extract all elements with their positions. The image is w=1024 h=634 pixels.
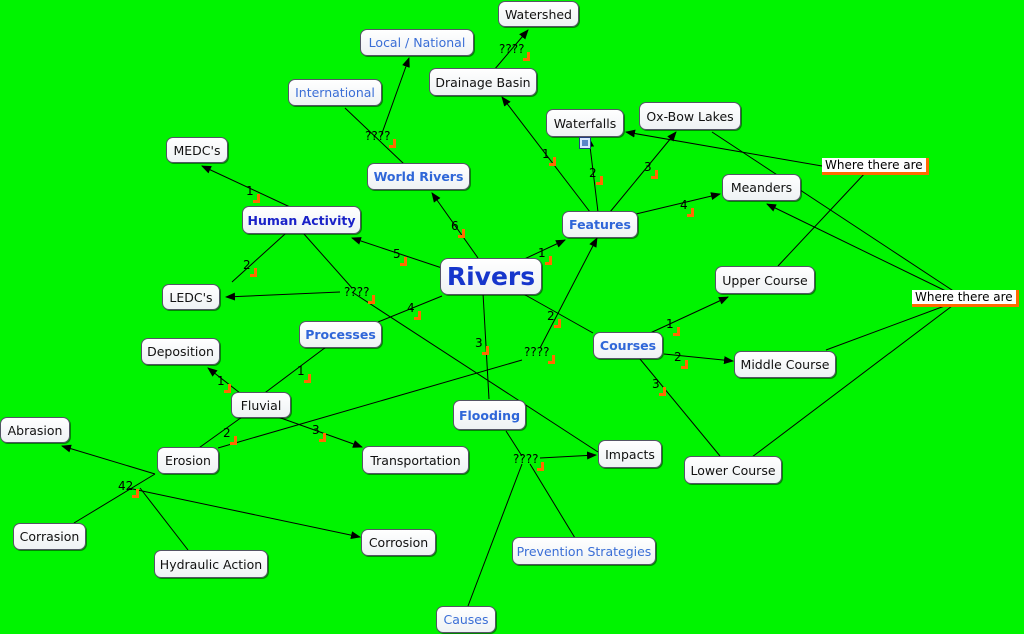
node-middle-course[interactable]: Middle Course: [734, 351, 836, 378]
node-corrosion[interactable]: Corrosion: [361, 529, 436, 556]
node-deposition[interactable]: Deposition: [141, 338, 220, 365]
link-label-erosion-types: 42: [118, 479, 140, 498]
connector-features-meanders: [635, 192, 721, 215]
node-transportation[interactable]: Transportation: [362, 446, 469, 474]
node-prevention-strategies[interactable]: Prevention Strategies: [512, 537, 656, 565]
connector-wta1-waterfalls: [625, 129, 823, 167]
link-label-ledcs: 2: [243, 258, 257, 277]
link-label-meanders: 4: [680, 198, 694, 217]
connector-human-ledcs: [231, 233, 286, 283]
link-label-waterfalls: 2: [589, 166, 603, 185]
connector-rivers-world-rivers: [431, 192, 479, 259]
connector-world-international: [344, 107, 405, 165]
connector-world-local-national: [380, 57, 410, 137]
node-international[interactable]: International: [288, 79, 382, 106]
node-flooding[interactable]: Flooding: [453, 400, 526, 430]
node-rivers-root[interactable]: Rivers: [440, 258, 542, 295]
node-oxbow-lakes[interactable]: Ox-Bow Lakes: [639, 102, 741, 130]
node-meanders[interactable]: Meanders: [722, 174, 801, 201]
connector-q-impacts: [351, 291, 599, 453]
link-label-oxbow: 3: [644, 160, 658, 179]
connector-wta2-meanders: [766, 203, 953, 295]
node-world-rivers[interactable]: World Rivers: [367, 163, 470, 190]
node-fluvial[interactable]: Fluvial: [231, 392, 291, 418]
connector-drainage-watershed: [493, 29, 529, 71]
node-local-national[interactable]: Local / National: [360, 29, 474, 56]
node-impacts[interactable]: Impacts: [598, 440, 662, 468]
connector-features-oxbow-lakes: [609, 131, 677, 213]
connector-features-drainage-basin: [501, 96, 591, 213]
node-waterfalls[interactable]: Waterfalls: [546, 109, 624, 149]
node-erosion[interactable]: Erosion: [157, 447, 219, 474]
connector-q-features: [539, 237, 598, 349]
node-causes[interactable]: Causes: [436, 606, 496, 633]
connector-fluvial-erosion: [195, 416, 243, 451]
link-label-courses-q: ????: [524, 345, 557, 364]
connector-wta1-upper: [777, 171, 867, 267]
connector-fluvial-deposition: [207, 367, 241, 394]
connector-courses-lower: [639, 358, 721, 457]
connector-flooding-q: [505, 430, 523, 457]
link-label-fluvial: 1: [297, 364, 311, 383]
connector-rivers-courses: [519, 291, 594, 334]
connector-wta2-middle: [825, 303, 951, 351]
link-label-medcs: 1: [246, 184, 260, 203]
connector-courses-middle: [663, 353, 734, 365]
connector-q-ledcs: [225, 291, 341, 301]
image-attachment-icon[interactable]: [579, 137, 591, 149]
connector-rivers-processes: [377, 295, 443, 323]
connector-wta2-lower: [751, 305, 953, 458]
node-drainage-basin[interactable]: Drainage Basin: [429, 68, 537, 96]
connector-features-waterfalls: [586, 137, 599, 213]
connector-human-q: [303, 233, 353, 289]
node-corrasion[interactable]: Corrasion: [13, 523, 86, 550]
node-watershed[interactable]: Watershed: [498, 1, 579, 27]
connector-q-prevention: [529, 463, 576, 539]
link-label-world-q: ????: [365, 129, 398, 148]
connector-erosion-hydraulic: [139, 487, 189, 551]
node-ledcs[interactable]: LEDC's: [162, 284, 220, 310]
node-courses[interactable]: Courses: [593, 332, 663, 359]
node-hydraulic-action[interactable]: Hydraulic Action: [154, 550, 268, 578]
link-label-processes: 4: [407, 301, 421, 320]
connector-erosion-corrosion: [127, 487, 361, 540]
connector-q-impacts-arrow: [539, 451, 597, 460]
tag-where-there-are-2[interactable]: Where there are: [912, 290, 1019, 307]
link-label-world-rivers: 6: [451, 219, 465, 238]
link-label-drainage-q: ????: [499, 42, 532, 61]
connector-wta2-oxbow: [711, 131, 956, 293]
link-label-courses: 2: [547, 309, 561, 328]
node-abrasion[interactable]: Abrasion: [0, 417, 70, 443]
node-lower-course[interactable]: Lower Course: [684, 456, 782, 484]
link-label-human-q: ????: [344, 285, 377, 304]
node-upper-course[interactable]: Upper Course: [715, 266, 815, 294]
connector-processes-fluvial: [261, 346, 327, 396]
link-label-flooding-q: ????: [513, 452, 546, 471]
connector-human-medcs: [201, 165, 291, 208]
connector-erosion-q: [217, 359, 523, 449]
link-label-flooding: 3: [475, 336, 489, 355]
connector-q-causes: [467, 463, 523, 607]
link-label-deposition: 1: [217, 374, 231, 393]
connector-rivers-human-activity: [351, 237, 443, 269]
connector-fluvial-transportation: [277, 416, 363, 448]
link-label-transportation: 3: [312, 423, 326, 442]
node-medcs[interactable]: MEDC's: [166, 137, 228, 163]
link-label-human-activity: 5: [393, 247, 407, 266]
link-label-upper-course: 1: [666, 317, 680, 336]
link-label-middle-course: 2: [674, 350, 688, 369]
link-label-lower-course: 3: [652, 377, 666, 396]
node-features[interactable]: Features: [562, 211, 638, 238]
link-label-drainage: 1: [542, 147, 556, 166]
node-human-activity[interactable]: Human Activity: [242, 206, 361, 234]
link-label-erosion: 2: [223, 426, 237, 445]
connector-erosion-corrasion: [73, 473, 156, 524]
link-label-features: 1: [538, 246, 552, 265]
connector-erosion-abrasion: [61, 444, 156, 475]
tag-where-there-are-1[interactable]: Where there are: [822, 158, 929, 175]
connector-courses-upper: [647, 296, 729, 335]
node-processes[interactable]: Processes: [299, 321, 382, 348]
